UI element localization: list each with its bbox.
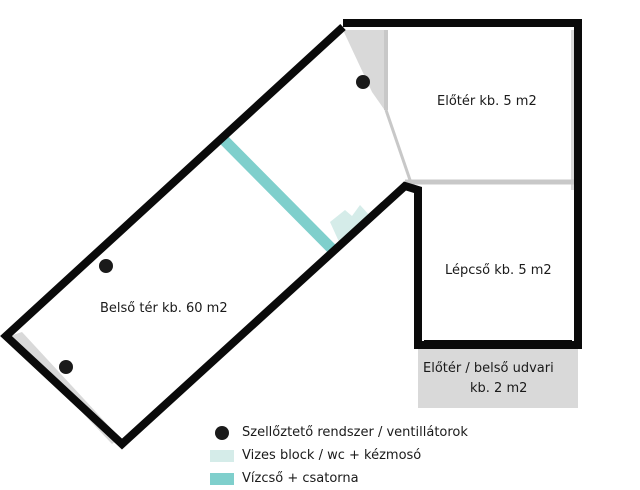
- legend-label-vent: Szellőztető rendszer / ventillátorok: [242, 425, 468, 440]
- vent-dot: [59, 360, 73, 374]
- water-block-swatch-icon: [210, 449, 234, 463]
- entrance-corner-shading: [343, 30, 386, 112]
- room-label-udvar-line1: Előtér / belső udvari: [423, 361, 554, 376]
- room-label-eloter: Előtér kb. 5 m2: [437, 94, 537, 109]
- legend-item-pipe: Vízcső + csatorna: [210, 467, 468, 490]
- courtyard-floor: [418, 345, 578, 408]
- room-label-belso-ter: Belső tér kb. 60 m2: [100, 301, 228, 316]
- floor-plan: [0, 19, 582, 450]
- outer-wall: [0, 19, 582, 450]
- legend-label-pipe: Vízcső + csatorna: [242, 471, 359, 486]
- legend-item-water-block: Vizes block / wc + kézmosó: [210, 444, 468, 467]
- water-pipe-line: [218, 134, 337, 254]
- pipe-swatch-icon: [210, 472, 234, 486]
- room-label-udvar-line2: kb. 2 m2: [470, 381, 528, 396]
- entrance-bottom-wall: [384, 109, 412, 181]
- legend-label-water-block: Vizes block / wc + kézmosó: [242, 448, 422, 463]
- vent-dot: [356, 75, 370, 89]
- legend-item-vent: Szellőztető rendszer / ventillátorok: [210, 421, 468, 444]
- vent-dot: [99, 259, 113, 273]
- room-label-lepcso: Lépcső kb. 5 m2: [445, 263, 552, 278]
- water-block: [330, 205, 372, 244]
- vent-dot-icon: [210, 425, 234, 440]
